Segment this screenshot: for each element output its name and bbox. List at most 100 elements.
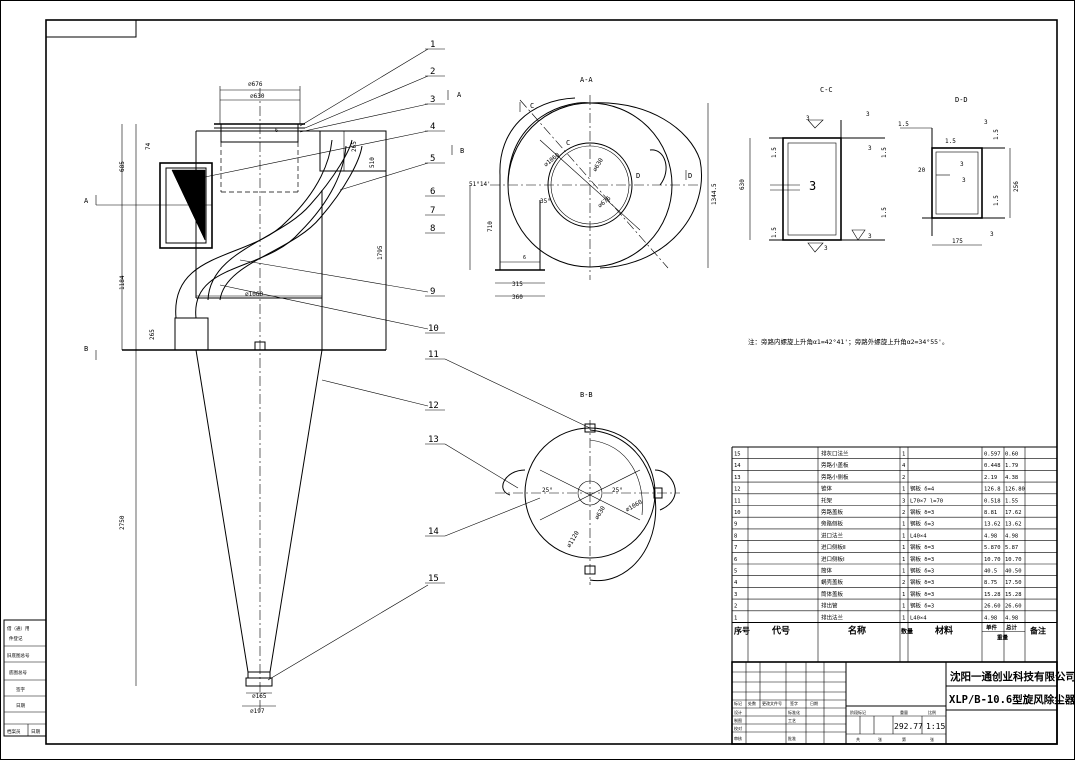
tb-label: 签字 xyxy=(790,700,798,706)
side-label: 旧底图总号 xyxy=(7,652,30,659)
bom-row-no: 12 xyxy=(734,487,741,493)
aa-d1344: 1344.5 xyxy=(711,183,718,205)
section-marker-b: B xyxy=(84,345,88,353)
bom-row-material: 钢板 δ=3 xyxy=(910,555,934,563)
bom-row-qty: 1 xyxy=(902,592,905,598)
bom-header-total: 总计 xyxy=(1006,624,1018,632)
tb-label: 张 xyxy=(930,736,934,742)
bom-row-qty: 1 xyxy=(902,522,905,528)
cc-3e: 3 xyxy=(868,233,872,240)
dim-d630: ⌀630 xyxy=(250,93,265,100)
tb-label: 工艺 xyxy=(788,718,796,723)
bom-row-qty: 2 xyxy=(902,510,905,516)
dim-d1060: ⌀1060 xyxy=(245,291,263,298)
tb-label: 共 xyxy=(856,736,860,742)
bom-row-qty: 1 xyxy=(902,615,905,621)
part-label: 6 xyxy=(430,187,435,197)
bom-row-unit-weight: 5.870 xyxy=(984,545,1001,551)
section-aa-view xyxy=(469,95,709,297)
bom-row-unit-weight: 26.60 xyxy=(984,604,1001,610)
bom-row-name: 进口法兰 xyxy=(821,531,844,539)
tb-label: 标记 xyxy=(734,700,742,706)
bom-row-no: 3 xyxy=(734,592,737,598)
part-label: 10 xyxy=(428,324,439,334)
bom-row-no: 11 xyxy=(734,498,741,504)
inner-frame xyxy=(45,19,1058,745)
bom-row-name: 排出法兰 xyxy=(821,613,844,621)
tb-label: 制图 xyxy=(734,717,742,723)
bom-row-no: 10 xyxy=(734,510,741,516)
aa-d360: 360 xyxy=(512,294,523,301)
dim-d1795: 1795 xyxy=(377,245,384,260)
cc-3d: 3 xyxy=(824,245,828,252)
company-name: 沈阳一通创业科技有限公司 xyxy=(950,670,1075,683)
bom-row-name: 旁路小侧板 xyxy=(821,473,849,481)
part-label: 4 xyxy=(430,122,435,132)
dd-d20: 20 xyxy=(918,167,926,174)
bom-row-material: 钢板 δ=3 xyxy=(910,567,934,575)
drawing-weight: 292.77 xyxy=(894,722,923,731)
dd-d3c: 3 xyxy=(962,177,966,184)
bom-row-total-weight: 5.87 xyxy=(1005,545,1018,551)
bom-row-qty: 1 xyxy=(902,487,905,493)
dim-d6: 6 xyxy=(275,128,278,134)
bom-row-total-weight: 15.28 xyxy=(1005,592,1022,598)
bom-row-unit-weight: 15.28 xyxy=(984,592,1001,598)
bom-row-total-weight: 13.62 xyxy=(1005,522,1022,528)
aa-section-c: C xyxy=(530,102,534,110)
bom-header-code: 代号 xyxy=(771,625,790,637)
tb-label: 更改文件号 xyxy=(762,700,782,706)
tb-label: 重量 xyxy=(900,709,908,715)
bom-row-no: 9 xyxy=(734,522,737,528)
dim-d685: 685 xyxy=(119,161,126,172)
bom-row-name: 进口侧板Ⅱ xyxy=(821,543,846,551)
tb-label: 阶段标记 xyxy=(850,709,866,715)
bom-row-material: L40×4 xyxy=(910,533,927,539)
bb-d1120: ⌀1120 xyxy=(566,530,581,549)
dim-d74: 74 xyxy=(145,142,152,150)
side-label: 签字 xyxy=(16,686,25,693)
side-label: 日期 xyxy=(16,703,25,709)
bom-row-unit-weight: 8.81 xyxy=(984,510,997,516)
aa-angle1: 51°14' xyxy=(469,181,491,188)
bom-row-qty: 4 xyxy=(902,463,906,469)
bom-row-unit-weight: 8.75 xyxy=(984,580,997,586)
cc-3b: 3 xyxy=(866,111,870,118)
bb-angle2: 25° xyxy=(612,487,623,494)
bom-row-qty: 3 xyxy=(902,498,905,504)
part-label: 15 xyxy=(428,574,439,584)
bom-row-material: L70×7 l=70 xyxy=(910,498,943,504)
bom-row-name: 排出管 xyxy=(821,602,838,610)
section-marker-a-top: A xyxy=(457,91,462,99)
part-label: 7 xyxy=(430,206,435,216)
bom-row-no: 1 xyxy=(734,615,737,621)
bom-row-total-weight: 0.60 xyxy=(1005,452,1018,458)
cc-t1: 1.5 xyxy=(771,147,778,158)
cc-3a: 3 xyxy=(806,115,810,122)
bom-row-name: 进口侧板Ⅰ xyxy=(821,555,845,563)
dd-d3d: 3 xyxy=(990,231,994,238)
bom-row-qty: 2 xyxy=(902,475,905,481)
aa-section-d2: D xyxy=(688,172,692,180)
bom-row-material: 钢板 δ=3 xyxy=(910,602,934,610)
side-label: 日期 xyxy=(31,729,40,735)
bom-row-total-weight: 1.79 xyxy=(1005,463,1018,469)
side-label: 借（通）用 xyxy=(7,625,30,632)
bom-row-unit-weight: 0.448 xyxy=(984,463,1001,469)
dim-d197: ⌀197 xyxy=(250,708,265,715)
section-title-cc: C-C xyxy=(820,86,833,94)
part-label: 11 xyxy=(428,350,439,360)
drawing-scale: 1:15 xyxy=(926,722,945,731)
bom-row-total-weight: 4.38 xyxy=(1005,475,1018,481)
dim-d265a: 265 xyxy=(351,141,358,152)
tb-label: 标准化 xyxy=(788,709,800,715)
part-label: 9 xyxy=(430,287,435,297)
bom-row-qty: 1 xyxy=(902,545,905,551)
tb-label: 张 xyxy=(878,736,882,742)
bom-row-no: 5 xyxy=(734,569,737,575)
bom-row-total-weight: 126.80 xyxy=(1005,487,1025,493)
cc-t2: 1.5 xyxy=(771,227,778,238)
